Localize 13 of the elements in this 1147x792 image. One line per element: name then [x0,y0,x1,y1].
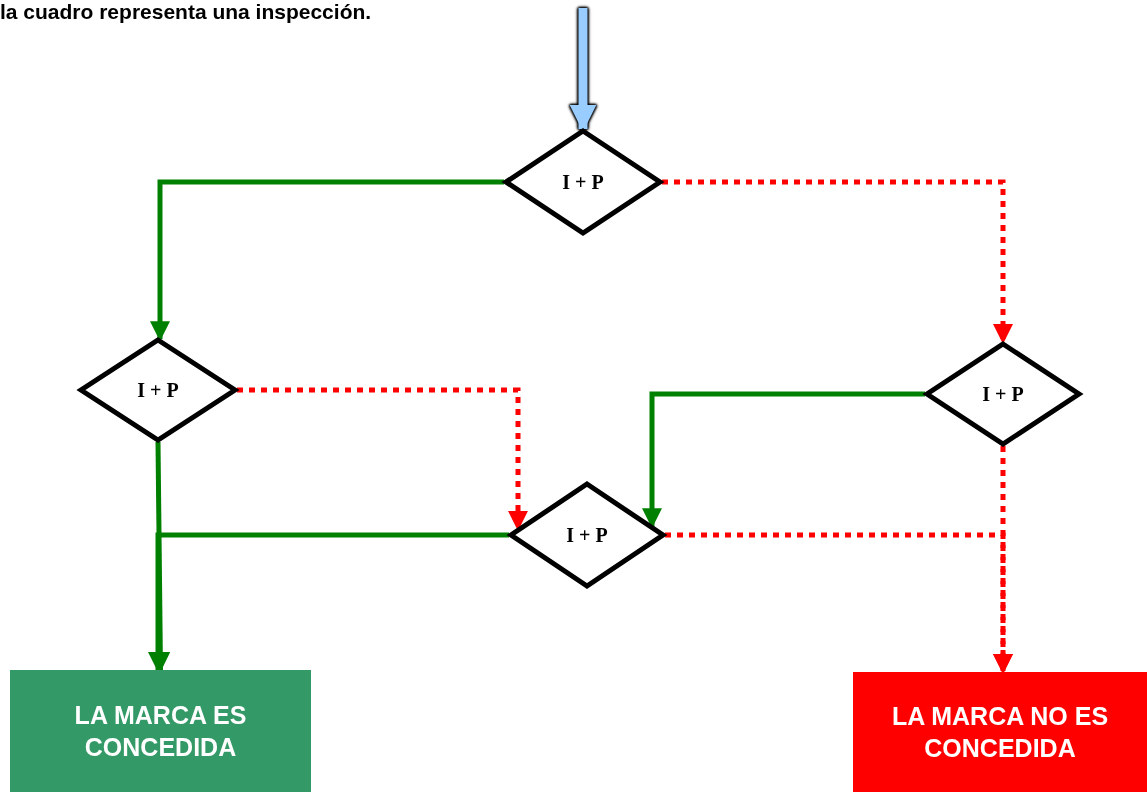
arrow [569,8,597,132]
diamond-label: I + P [137,378,179,402]
result-box: LA MARCA ES CONCEDIDA [10,670,311,792]
arrow [237,387,528,531]
arrow [993,446,1013,674]
result-box: LA MARCA NO ES CONCEDIDA [853,672,1147,792]
note-text: la cuadro representa una inspección. [0,0,372,24]
arrow [662,179,1013,344]
diamond-label: I + P [566,523,608,547]
diamond-label: I + P [982,382,1024,406]
arrow [150,179,504,342]
arrow [148,532,509,672]
diamond-label: I + P [562,170,604,194]
